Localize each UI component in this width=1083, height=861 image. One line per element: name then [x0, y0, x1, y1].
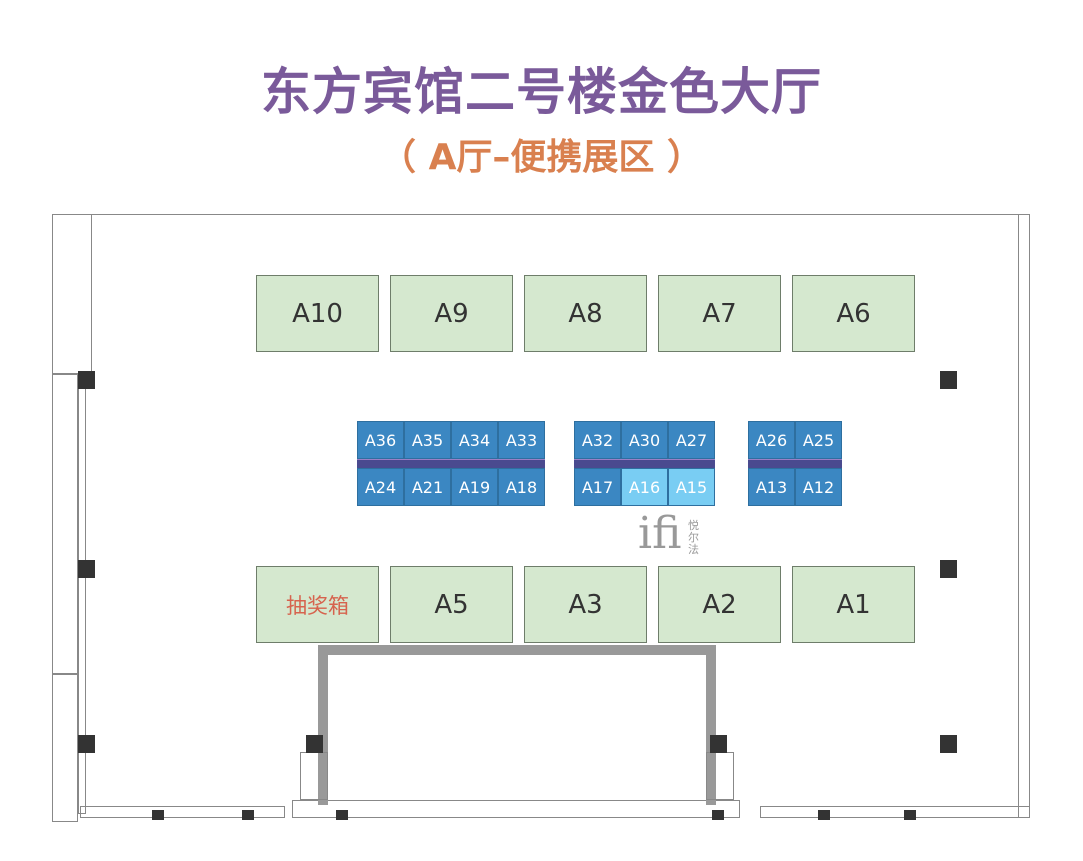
column: [78, 371, 95, 389]
stair-right: [706, 752, 734, 800]
column: [818, 810, 830, 820]
booth-a13[interactable]: A13: [748, 468, 795, 506]
booth-a34[interactable]: A34: [451, 421, 498, 459]
booth-a2[interactable]: A2: [658, 566, 781, 643]
booth-a30[interactable]: A30: [621, 421, 668, 459]
column: [152, 810, 164, 820]
booth-a21[interactable]: A21: [404, 468, 451, 506]
column: [336, 810, 348, 820]
wall-left-window-2: [52, 674, 78, 822]
wall-top: [54, 214, 1022, 216]
ifi-logo: ifi 悦尔法: [638, 512, 699, 556]
booth-a26[interactable]: A26: [748, 421, 795, 459]
booth-a16[interactable]: A16: [621, 468, 668, 506]
wall-right: [1018, 214, 1030, 818]
booth-a24[interactable]: A24: [357, 468, 404, 506]
column: [78, 560, 95, 578]
column: [904, 810, 916, 820]
wall-left-window: [52, 374, 78, 674]
booth-a3[interactable]: A3: [524, 566, 647, 643]
booth-a33[interactable]: A33: [498, 421, 545, 459]
column: [78, 735, 95, 753]
wall-bottom-left: [80, 806, 285, 818]
booth-a17[interactable]: A17: [574, 468, 621, 506]
booth-a10[interactable]: A10: [256, 275, 379, 352]
booth-a32[interactable]: A32: [574, 421, 621, 459]
logo-name: 悦尔法: [688, 519, 699, 556]
stage: [318, 645, 716, 805]
column: [242, 810, 254, 820]
booth-a8[interactable]: A8: [524, 275, 647, 352]
booth-a7[interactable]: A7: [658, 275, 781, 352]
column: [940, 560, 957, 578]
booth-a15[interactable]: A15: [668, 468, 715, 506]
column: [710, 735, 727, 753]
logo-mark: ifi: [638, 508, 682, 559]
booth-divider: [357, 459, 545, 468]
column: [940, 735, 957, 753]
page-subtitle: （ A厅–便携展区 ）: [380, 137, 703, 178]
booth-divider: [574, 459, 715, 468]
column: [306, 735, 323, 753]
booth-a18[interactable]: A18: [498, 468, 545, 506]
page-title: 东方宾馆二号楼金色大厅: [261, 63, 822, 121]
booth-a35[interactable]: A35: [404, 421, 451, 459]
booth-a25[interactable]: A25: [795, 421, 842, 459]
wall-bottom-right: [760, 806, 1030, 818]
lottery-box[interactable]: 抽奖箱: [256, 566, 379, 643]
wall-left-outer: [52, 214, 92, 374]
booth-a6[interactable]: A6: [792, 275, 915, 352]
wall-bottom-center: [292, 800, 740, 818]
column: [940, 371, 957, 389]
booth-a27[interactable]: A27: [668, 421, 715, 459]
column: [712, 810, 724, 820]
booth-divider: [748, 459, 842, 468]
booth-a9[interactable]: A9: [390, 275, 513, 352]
booth-a36[interactable]: A36: [357, 421, 404, 459]
booth-a19[interactable]: A19: [451, 468, 498, 506]
booth-a12[interactable]: A12: [795, 468, 842, 506]
booth-a5[interactable]: A5: [390, 566, 513, 643]
booth-a1[interactable]: A1: [792, 566, 915, 643]
stair-left: [300, 752, 328, 800]
